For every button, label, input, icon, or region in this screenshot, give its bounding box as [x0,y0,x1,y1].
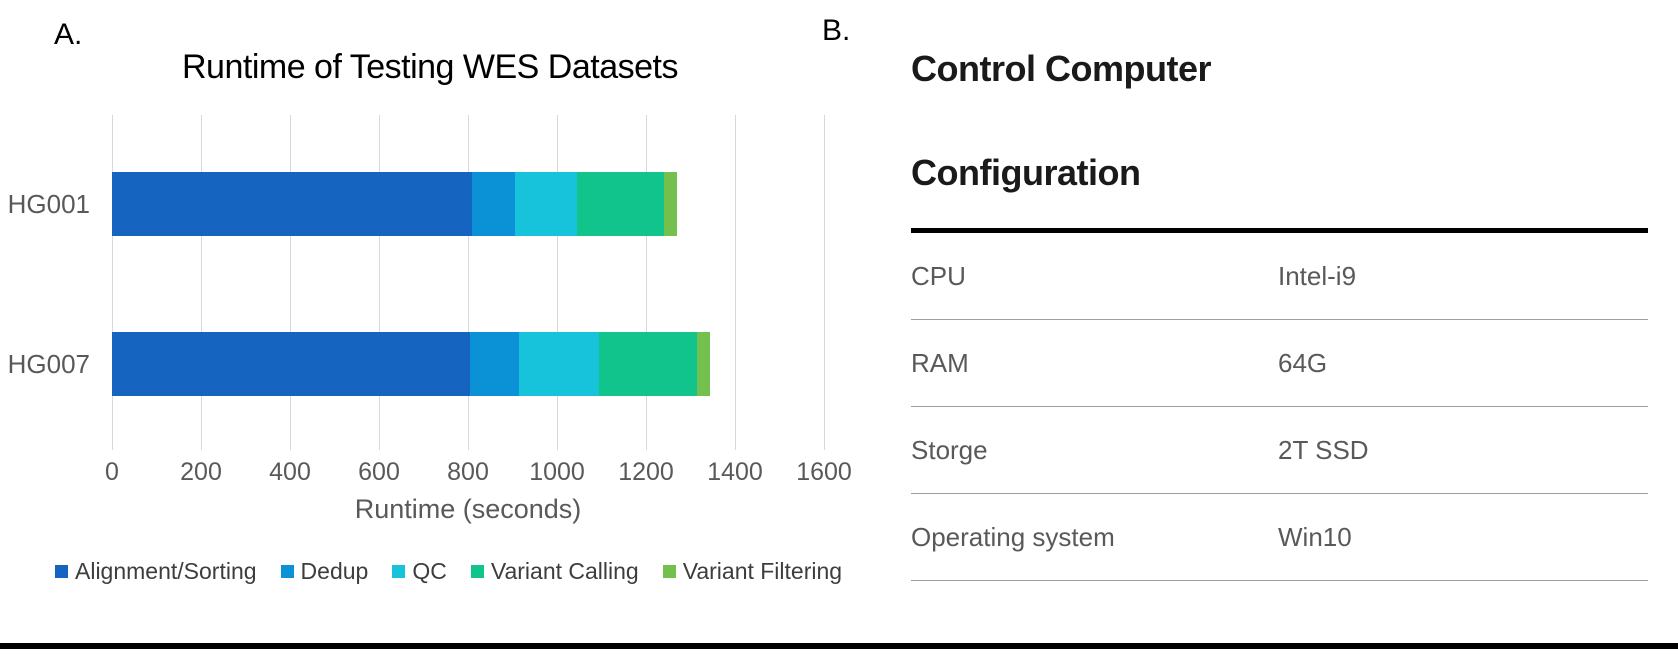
bar-segment-variant-filtering [663,172,678,236]
bar-segment-alignment-sorting [112,332,471,396]
chart-legend: Alignment/Sorting Dedup QC Variant Calling V… [55,558,842,585]
gridline [735,115,736,450]
gridline [646,115,647,450]
legend-item-qc: QC [392,558,447,585]
category-label-hg007: HG007 [7,349,90,379]
legend-label: Alignment/Sorting [75,558,257,584]
gridline [557,115,558,450]
table-heading-line1: Control Computer [911,48,1211,89]
bottom-rule [0,643,1678,649]
plot-area [112,115,825,450]
legend-item-dedup: Dedup [280,558,369,585]
legend-swatch-icon [662,565,676,578]
table-row-ram: RAM 64G [911,320,1648,407]
x-tick-label: 600 [358,458,400,486]
table-row-value: Win10 [1278,521,1352,552]
bar-segment-dedup [470,332,520,396]
gridline [379,115,380,450]
bar-segment-qc [514,172,577,236]
table-row-cpu: CPU Intel-i9 [911,233,1648,320]
bar-row-hg001 [112,172,824,236]
legend-item-alignment-sorting: Alignment/Sorting [55,558,257,585]
panel-b-label: B. [822,14,851,47]
x-axis-title: Runtime (seconds) [354,494,582,524]
legend-swatch-icon [280,565,294,578]
gridline [201,115,202,450]
bar-segment-variant-calling [599,332,698,396]
x-tick-label: 1200 [618,458,674,486]
panel-a-label: A. [54,18,83,51]
gridline [112,115,113,450]
x-tick-label: 1400 [707,458,763,486]
table-row-label: Storge [911,434,988,465]
bar-segment-alignment-sorting [112,172,473,236]
table-row-value: 64G [1278,347,1328,378]
table-row-operating-system: Operating system Win10 [911,494,1648,581]
table-row-label: RAM [911,347,969,378]
bar-segment-qc [519,332,600,396]
table-row-label: CPU [911,260,966,291]
legend-label: Variant Filtering [682,558,843,584]
chart-title: Runtime of Testing WES Datasets [182,48,678,86]
x-tick-label: 1600 [796,458,852,486]
x-tick-label: 0 [105,458,119,486]
gridline [290,115,291,450]
x-axis-ticks: 0 200 400 600 800 1000 1200 1400 1600 [105,458,852,488]
bar-segment-variant-calling [577,172,664,236]
table-row-label: Operating system [911,521,1115,552]
legend-label: QC [412,558,447,584]
table-row-value: 2T SSD [1278,434,1369,465]
legend-item-variant-calling: Variant Calling [470,558,639,585]
gridline [468,115,469,450]
category-label-hg001: HG001 [7,189,90,219]
table-row-storge: Storge 2T SSD [911,407,1648,494]
legend-item-variant-filtering: Variant Filtering [662,558,843,585]
table-heading-line2: Configuration [911,152,1141,193]
x-tick-label: 200 [180,458,222,486]
legend-label: Dedup [300,558,369,584]
x-tick-label: 800 [447,458,489,486]
bar-row-hg007 [112,332,824,396]
bar-segment-dedup [472,172,515,236]
x-tick-label: 1000 [529,458,585,486]
legend-swatch-icon [392,565,406,578]
legend-label: Variant Calling [490,558,639,584]
x-tick-label: 400 [269,458,311,486]
gridline [824,115,825,450]
bar-segment-variant-filtering [697,332,711,396]
table-row-value: Intel-i9 [1278,260,1357,291]
legend-swatch-icon [55,565,68,578]
legend-swatch-icon [470,565,484,578]
